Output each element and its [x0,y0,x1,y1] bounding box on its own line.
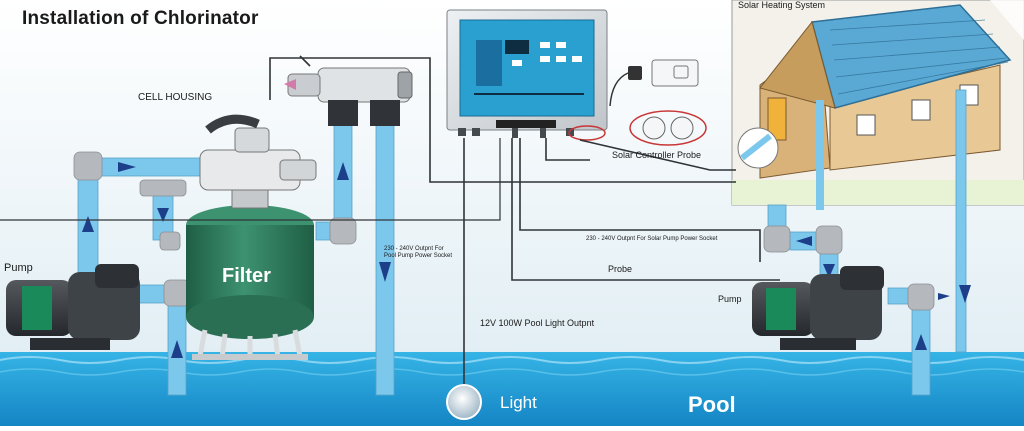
pump-left [6,264,140,350]
pool-water [0,352,1024,426]
pool-light-output-label: 12V 100W Pool Light Outpnt [480,318,595,328]
cell-housing [284,67,413,126]
pump-left-label: Pump [4,262,33,274]
diagram-title: Installation of Chlorinator [22,8,259,29]
flow-arrows [82,162,971,358]
solar-heating-label: Solar Heating System [738,0,826,10]
solar-heating-system [731,0,1024,353]
chlorinator-controller [446,9,608,138]
filter-label: Filter [222,265,271,287]
wall-socket [609,59,699,107]
wiring [0,55,780,400]
light-label: Light [500,393,537,412]
pump-right [752,266,884,350]
pool-label: Pool [688,392,736,417]
solar-pump-socket-label: 230 - 240V Outpnt For Solar Pump Power S… [586,236,718,242]
solar-probe-label: Solar Controller Probe [612,150,702,160]
pump-right-label: Pump [718,294,742,304]
probe-label: Probe [608,264,633,274]
pool-pump-socket-label: 230 - 240V Outpnt For Pool Pump Power So… [384,246,453,259]
pool-light [446,384,482,420]
probe-sockets [568,110,707,146]
filter-tank [186,114,317,360]
cell-housing-label: CELL HOUSING [138,92,213,103]
